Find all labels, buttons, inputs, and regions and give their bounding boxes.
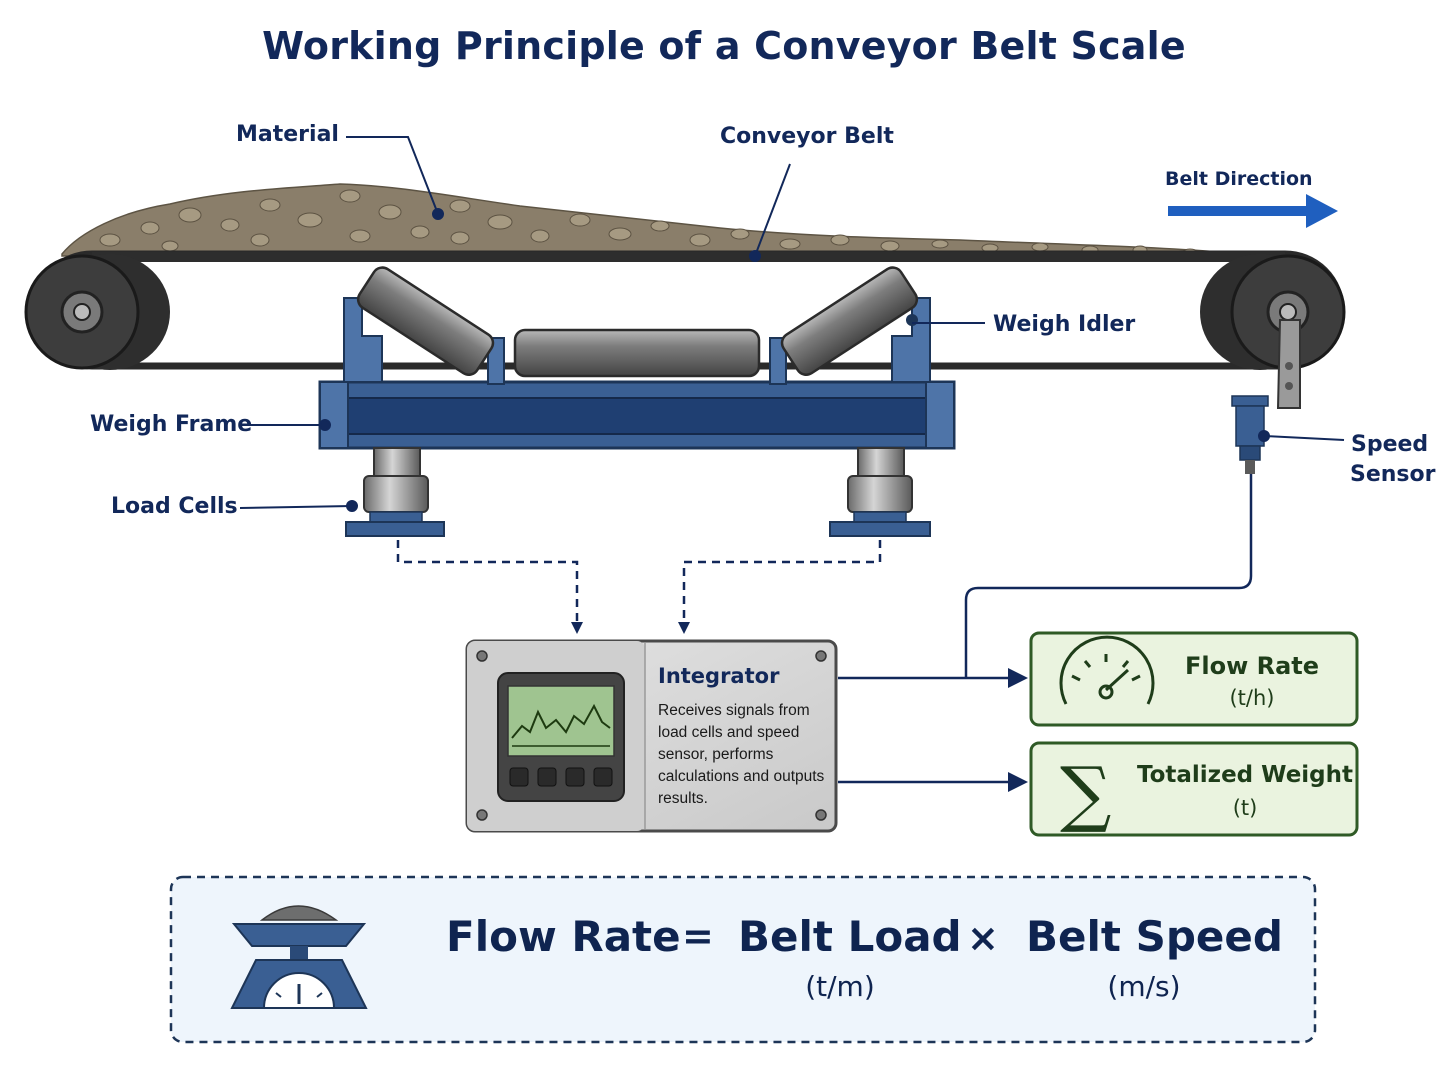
integrator-title: Integrator — [658, 664, 780, 688]
gauge-icon — [1059, 635, 1155, 705]
speed-sensor-signal-line — [964, 474, 1253, 678]
weighing-scale-icon — [230, 905, 368, 1009]
totalized-weight-box — [1029, 741, 1359, 837]
output-arrows — [838, 676, 1012, 784]
speed-sensor-label-line1: Speed — [1351, 432, 1429, 457]
flow-rate-unit: (t/h) — [1229, 686, 1275, 710]
load-cell-right — [829, 447, 931, 537]
formula-belt-speed: Belt Speed — [1026, 912, 1283, 961]
flow-rate-box — [1029, 631, 1359, 727]
formula-equals: = — [682, 914, 714, 958]
totalized-weight-unit: (t) — [1232, 796, 1258, 820]
totalized-weight-label: Totalized Weight — [1136, 762, 1354, 788]
material-pile — [61, 183, 1221, 257]
weigh-frame-label: Weigh Frame — [90, 412, 253, 437]
sigma-icon: ∑ — [1060, 751, 1111, 835]
weigh-frame — [318, 297, 956, 450]
formula-belt-load: Belt Load — [738, 912, 962, 961]
leader-lines — [239, 136, 1345, 512]
load-cell-left — [345, 447, 445, 537]
formula-box — [169, 875, 1317, 1044]
formula-flow-rate: Flow Rate — [446, 912, 681, 961]
flow-rate-label: Flow Rate — [1184, 652, 1320, 680]
formula-belt-speed-unit: (m/s) — [1107, 970, 1181, 1003]
tail-pulley — [24, 254, 170, 370]
conveyor-belt-label: Conveyor Belt — [720, 124, 894, 149]
formula-belt-load-unit: (t/m) — [805, 970, 875, 1003]
speed-sensor — [1231, 319, 1301, 474]
speed-sensor-label-line2: Sensor — [1350, 462, 1436, 487]
head-pulley — [1200, 254, 1346, 370]
load-cells-label: Load Cells — [111, 494, 238, 519]
page-title: Working Principle of a Conveyor Belt Sca… — [262, 24, 1186, 68]
belt-direction-label: Belt Direction — [1165, 168, 1313, 190]
load-cell-signal-lines — [396, 540, 882, 634]
integrator-box — [465, 639, 838, 833]
integrator-description: Receives signals from load cells and spe… — [658, 702, 825, 807]
material-label: Material — [236, 122, 339, 147]
weigh-idler-label: Weigh Idler — [993, 312, 1136, 337]
weigh-idler — [356, 266, 919, 378]
formula-multiply: × — [967, 916, 999, 960]
belt-direction-arrow — [1168, 194, 1338, 228]
